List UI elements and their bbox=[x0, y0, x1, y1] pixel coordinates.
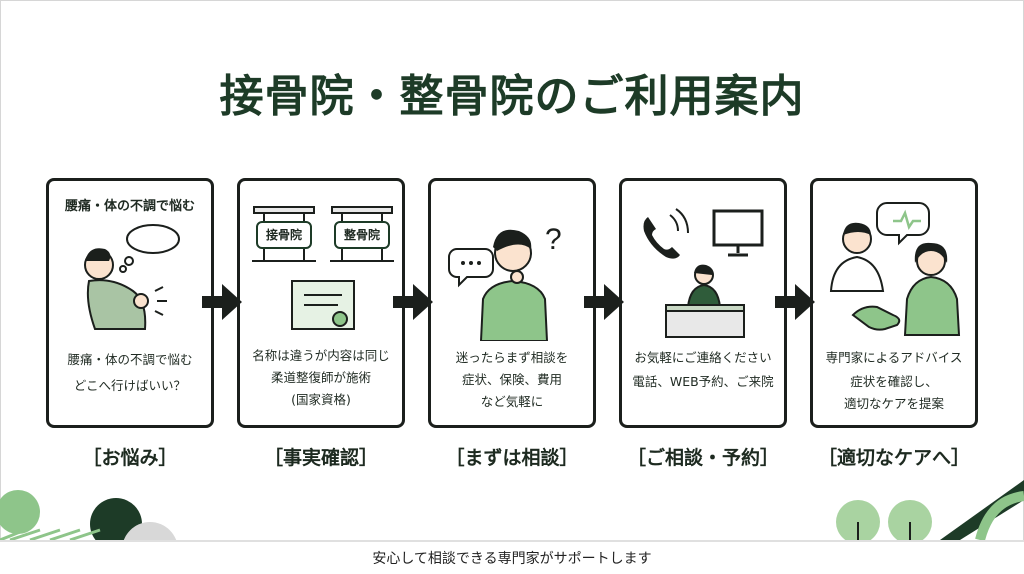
step-card-line: 症状を確認し、 bbox=[850, 374, 938, 389]
step-card-line: 電話、WEB予約、ご来院 bbox=[632, 374, 774, 389]
clinic-signs-illustration bbox=[252, 206, 394, 330]
sign-bone-setter: 接骨院 bbox=[256, 221, 312, 249]
step-card-line: (国家資格) bbox=[291, 392, 351, 407]
footer-message: 安心して相談できる専門家がサポートします bbox=[372, 551, 652, 567]
arrow-right-icon bbox=[584, 284, 624, 320]
arrow-right-icon bbox=[202, 284, 242, 320]
arrow-right-icon bbox=[775, 284, 815, 320]
reception-desk-illustration bbox=[643, 208, 764, 338]
step-card-fact-check: 接骨院 整骨院 名称は違うが内容は同じ 柔道整復師が施術 (国家資格) bbox=[237, 178, 405, 428]
worried-person-illustration bbox=[84, 224, 180, 330]
step-caption: ［まずは相談］ bbox=[445, 447, 579, 469]
step-card-line: お気軽にご連絡ください bbox=[634, 350, 772, 365]
step-card-line: 柔道整復師が施術 bbox=[270, 370, 371, 385]
step-caption: ［適切なケアへ］ bbox=[817, 447, 970, 469]
arrow-right-icon bbox=[393, 284, 433, 320]
step-card-line: など気軽に bbox=[480, 394, 544, 409]
page-title: 接骨院・整骨院のご利用案内 bbox=[219, 71, 805, 122]
step-card-line: 腰痛・体の不調で悩む bbox=[67, 352, 193, 367]
step-card-line: 名称は違うが内容は同じ bbox=[252, 348, 390, 363]
step-card-line: 迷ったらまず相談を bbox=[455, 350, 569, 365]
step-caption: ［お悩み］ bbox=[82, 447, 178, 469]
step-caption: ［ご相談・予約］ bbox=[626, 447, 779, 469]
step-card-line: どこへ行けばいい？ bbox=[73, 378, 187, 393]
step-card-consult: ? 迷ったらまず相談を 症状、保険、費用 など気軽に bbox=[428, 178, 596, 428]
step-card-line: 症状、保険、費用 bbox=[461, 372, 562, 387]
step-card-heading: 腰痛・体の不調で悩む bbox=[64, 199, 195, 214]
footer-bar bbox=[0, 540, 1024, 574]
step-card-worry: 腰痛・体の不調で悩む 腰痛・体の不調で悩む どこへ行けばいい？ bbox=[46, 178, 214, 428]
thinking-person-illustration: ? bbox=[448, 223, 562, 341]
specialist-advice-illustration bbox=[829, 202, 961, 336]
step-card-line: 適切なケアを提案 bbox=[843, 396, 944, 411]
step-card-line: 専門家によるアドバイス bbox=[825, 350, 963, 365]
step-card-reservation: お気軽にご連絡ください 電話、WEB予約、ご来院 bbox=[619, 178, 787, 428]
sign-osteopath: 整骨院 bbox=[334, 221, 390, 249]
step-caption: ［事実確認］ bbox=[263, 447, 378, 469]
decorative-shapes bbox=[0, 480, 1024, 540]
step-card-care: 専門家によるアドバイス 症状を確認し、 適切なケアを提案 bbox=[810, 178, 978, 428]
svg-text:?: ? bbox=[545, 223, 562, 256]
